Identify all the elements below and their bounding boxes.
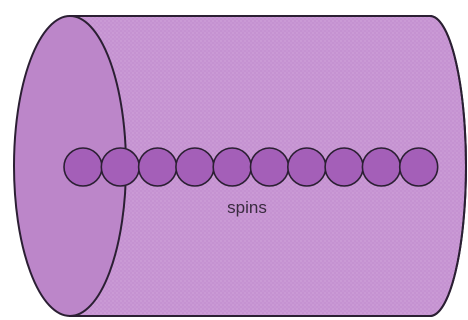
spin-circle xyxy=(176,148,214,186)
spin-circle xyxy=(362,148,400,186)
spin-circle xyxy=(325,148,363,186)
spin-circle xyxy=(251,148,289,186)
spin-circle xyxy=(139,148,177,186)
spin-circle xyxy=(213,148,251,186)
spin-circle xyxy=(400,148,438,186)
spin-circle xyxy=(101,148,139,186)
spins-label: spins xyxy=(227,198,267,217)
spin-circle xyxy=(288,148,326,186)
spin-circle xyxy=(64,148,102,186)
